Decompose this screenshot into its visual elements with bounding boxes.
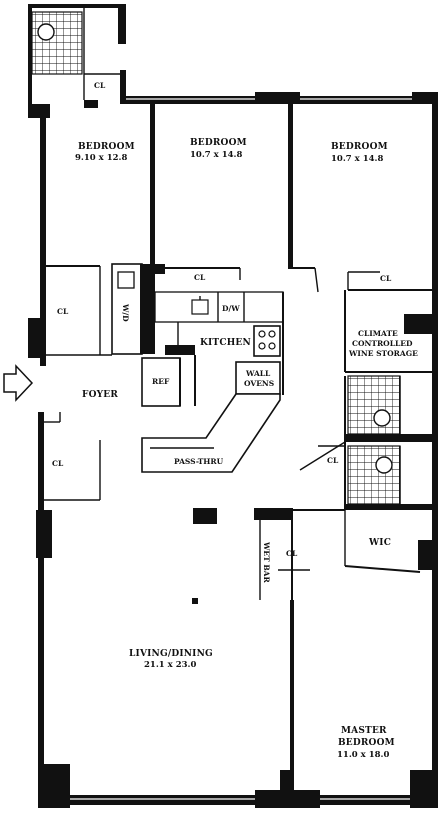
room-name-bedroom-ne: BEDROOM xyxy=(331,142,388,152)
kitchen-label: KITCHEN xyxy=(200,338,251,348)
room-name-bedroom-n: BEDROOM xyxy=(190,138,247,148)
entry-arrow-icon xyxy=(3,364,34,402)
wet-bar-label: WET BAR xyxy=(262,541,271,583)
east-wing xyxy=(254,290,432,798)
room-name-master: BEDROOM xyxy=(338,738,395,748)
wall-ovens-label: OVENS xyxy=(244,379,274,388)
closet-label: CL xyxy=(94,81,106,90)
dishwasher-label: D/W xyxy=(222,304,240,313)
room-dims-master: 11.0 x 18.0 xyxy=(337,750,389,760)
room-dims-bedroom-n: 10.7 x 14.8 xyxy=(190,150,242,160)
closet-label: CL xyxy=(194,273,206,282)
refrigerator-label: REF xyxy=(152,377,170,386)
room-dims-bedroom-ne: 10.7 x 14.8 xyxy=(331,154,383,164)
closet-label: CL xyxy=(57,307,69,316)
wall-ovens-label: WALL xyxy=(245,369,271,378)
wic-label: WIC xyxy=(368,538,391,548)
wine-storage-label: WINE STORAGE xyxy=(348,349,418,358)
kitchen xyxy=(141,291,284,473)
washer-dryer-label: W/D xyxy=(121,303,130,322)
closet-label: CL xyxy=(52,459,64,468)
interior-walls xyxy=(34,104,432,358)
room-name-living: LIVING/DINING xyxy=(129,649,213,659)
closet-label: CL xyxy=(380,274,392,283)
column xyxy=(193,508,217,524)
foyer-label: FOYER xyxy=(82,390,118,400)
room-name-bedroom-nw: BEDROOM xyxy=(78,142,135,152)
closet-label: CL xyxy=(286,549,298,558)
column xyxy=(192,598,198,604)
pass-thru-label: PASS-THRU xyxy=(174,457,224,466)
top-bathroom xyxy=(31,8,120,108)
room-name-master: MASTER xyxy=(341,726,387,736)
room-dims-bedroom-nw: 9.10 x 12.8 xyxy=(75,153,127,163)
closet-label: CL xyxy=(327,456,339,465)
wine-storage-label: CONTROLLED xyxy=(352,339,413,348)
foyer-area xyxy=(3,364,101,501)
room-dims-living: 21.1 x 23.0 xyxy=(144,660,196,670)
wine-storage-label: CLIMATE xyxy=(358,329,398,338)
